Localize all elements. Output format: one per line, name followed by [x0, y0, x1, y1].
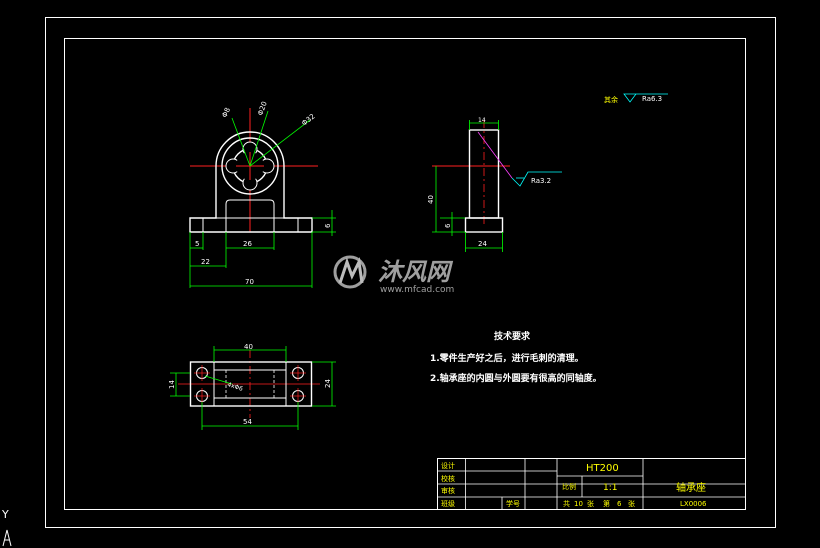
- tb-sheet-no: 6: [617, 500, 622, 508]
- dim-26: 26: [243, 240, 252, 248]
- label-phi8: Φ8: [221, 106, 232, 118]
- holes-leader: [204, 375, 233, 385]
- other-roughness-prefix: 其余: [604, 95, 618, 104]
- leader-phi32: [249, 119, 311, 167]
- dim-40-top: 40: [244, 343, 253, 351]
- front-outer-circle: [221, 137, 279, 195]
- dim-14-top: 14: [168, 380, 176, 389]
- inner-frame: [64, 38, 746, 510]
- tb-part-name: 轴承座: [676, 481, 706, 494]
- ucs-icon: Y: [1, 508, 12, 547]
- front-view: Φ8 Φ20 Φ32 5 26 22 70 6: [189, 100, 336, 288]
- side-base: [464, 217, 504, 233]
- tb-sheet-total-prefix: 共: [563, 499, 570, 508]
- dim-5: 5: [195, 240, 199, 248]
- dim-6-front: 6: [324, 223, 332, 228]
- watermark-brand: 沐风网: [378, 258, 454, 286]
- tb-scale-value: 1:1: [603, 483, 617, 493]
- tb-drawing-no: LX0006: [680, 500, 707, 508]
- tb-scale-label: 比例: [562, 482, 576, 491]
- leader-phi20: [249, 110, 269, 167]
- dim-14-side: 14: [478, 117, 486, 124]
- tb-material: HT200: [586, 463, 619, 474]
- dim-54: 54: [243, 418, 252, 426]
- other-roughness-value: Ra6.3: [642, 95, 662, 103]
- watermark-url: www.mfcad.com: [380, 285, 454, 295]
- tech-req-item-2: 2.轴承座的内圆与外圆要有很高的同轴度。: [430, 372, 602, 384]
- dim-22: 22: [201, 258, 210, 266]
- tb-label-check: 校核: [441, 474, 455, 483]
- tb-sheet-no-unit: 张: [628, 499, 635, 508]
- leader-phi8: [231, 117, 251, 167]
- dim-24-top: 24: [324, 379, 332, 388]
- tb-label-review: 审核: [441, 486, 455, 495]
- holes-label: 4xΦ6: [226, 381, 243, 393]
- roughness-symbol-side: [511, 171, 562, 187]
- ucs-y-label: Y: [1, 508, 9, 521]
- title-block: 设计 校核 审核 班级 学号 HT200 比例 1:1 轴承座 共 10 张 第…: [437, 458, 746, 510]
- tb-label-student-no: 学号: [506, 499, 520, 508]
- tb-label-class: 班级: [441, 499, 455, 508]
- outer-frame: [45, 17, 776, 528]
- tb-sheet-no-prefix: 第: [603, 499, 610, 508]
- tech-req-item-1: 1.零件生产好之后，进行毛刺的清理。: [430, 352, 584, 364]
- technical-requirements: 技术要求 1.零件生产好之后，进行毛刺的清理。 2.轴承座的内圆与外圆要有很高的…: [430, 330, 602, 384]
- dim-6-side: 6: [444, 223, 452, 228]
- dim-40-side: 40: [427, 195, 435, 204]
- top-outline: [189, 361, 313, 407]
- front-slot: [225, 199, 275, 232]
- top-view: 40 14 24 54 4xΦ6: [168, 343, 336, 430]
- tb-sheet-unit: 张: [587, 499, 594, 508]
- side-view: 14 40 6 24 Ra3.2: [427, 117, 562, 252]
- roughness-leader: [477, 131, 513, 179]
- label-phi32: Φ32: [300, 112, 316, 127]
- dim-24-side: 24: [478, 240, 487, 248]
- tech-req-title: 技术要求: [494, 330, 531, 342]
- dim-70: 70: [245, 278, 254, 286]
- tb-label-design: 设计: [441, 461, 455, 470]
- watermark: 沐风网 www.mfcad.com: [333, 255, 454, 295]
- other-roughness: 其余 Ra6.3: [604, 93, 668, 104]
- tb-sheet-total: 10: [574, 500, 583, 508]
- roughness-side-value: Ra3.2: [531, 177, 551, 185]
